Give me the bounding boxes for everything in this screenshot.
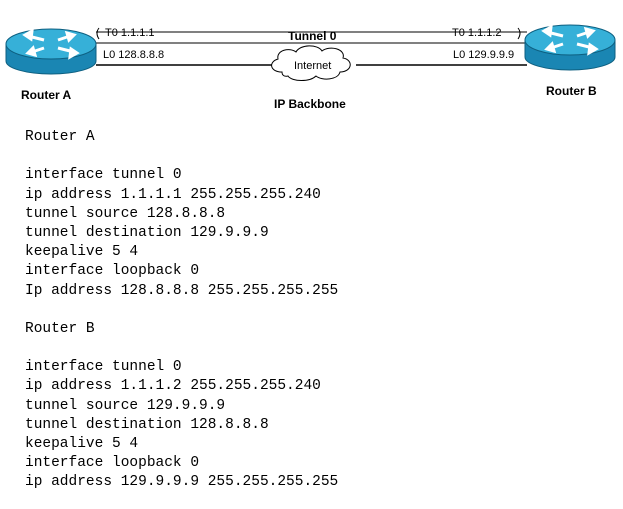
router-b-config-title: Router B <box>25 320 95 337</box>
router-b-config-line: tunnel destination 128.8.8.8 <box>25 416 269 433</box>
router-b-config-line: interface tunnel 0 <box>25 359 182 376</box>
router-b-config-line: tunnel source 129.9.9.9 <box>25 397 226 414</box>
router-a-label: Router A <box>21 88 72 102</box>
router-a-config-line: Ip address 128.8.8.8 255.255.255.255 <box>25 282 339 299</box>
router-a-config-line: tunnel source 128.8.8.8 <box>25 205 226 222</box>
router-b-loopback-interface: L0 129.9.9.9 <box>453 49 515 61</box>
router-a-config-line: tunnel destination 129.9.9.9 <box>25 224 269 241</box>
router-a-loopback-interface: L0 128.8.8.8 <box>103 49 165 61</box>
internet-cloud-icon <box>271 45 351 81</box>
router-a-config-title: Router A <box>25 129 95 145</box>
router-a-icon <box>5 28 97 75</box>
tunnel-pipe <box>96 31 527 44</box>
router-b-config-line: keepalive 5 4 <box>25 436 139 452</box>
router-b-config-line: ip address 129.9.9.9 255.255.255.255 <box>25 474 339 491</box>
router-a-config-line: keepalive 5 4 <box>25 244 139 261</box>
router-b-config-line: interface loopback 0 <box>25 455 200 472</box>
router-a-config-line: ip address 1.1.1.1 255.255.255.240 <box>25 186 321 203</box>
diagram-graphics <box>5 24 616 81</box>
router-b-config-line: ip address 1.1.1.2 255.255.255.240 <box>25 378 321 395</box>
tunnel-label: Tunnel 0 <box>288 29 337 43</box>
router-a-tunnel-interface: T0 1.1.1.1 <box>105 27 155 39</box>
router-b-label: Router B <box>546 84 597 98</box>
config-listing: Router A interface tunnel 0 ip address 1… <box>25 128 615 493</box>
router-a-config-line: interface tunnel 0 <box>25 167 182 184</box>
router-b-tunnel-interface: T0 1.1.1.2 <box>452 27 502 39</box>
router-a-config-line: interface loopback 0 <box>25 263 200 280</box>
internet-label: Internet <box>294 60 332 72</box>
backbone-label: IP Backbone <box>274 97 346 111</box>
router-b-icon <box>524 24 616 71</box>
network-diagram: T0 1.1.1.1 L0 128.8.8.8 T0 1.1.1.2 L0 12… <box>0 0 623 120</box>
